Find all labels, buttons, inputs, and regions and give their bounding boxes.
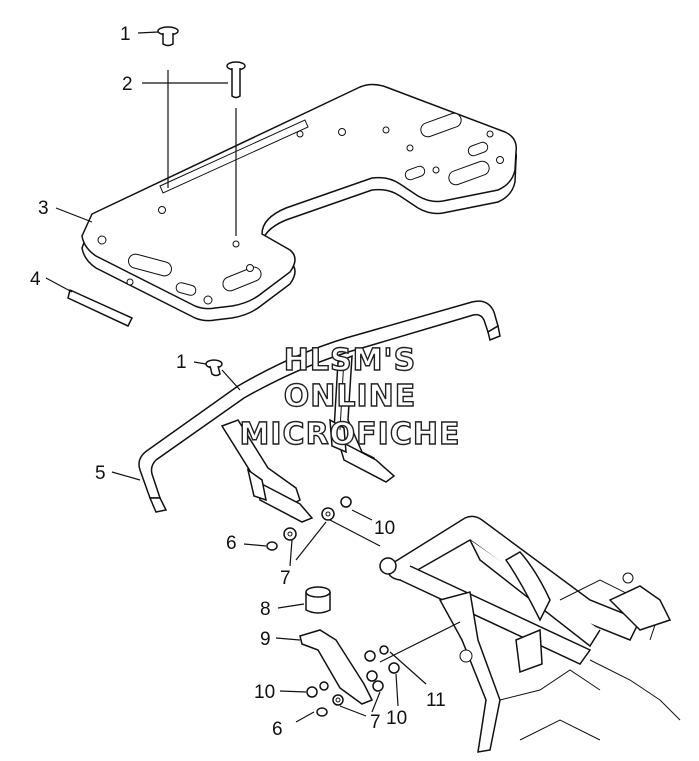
watermark-line-3: MICROFICHE [240,417,461,452]
tube-frame-5 [138,300,501,523]
callout-4: 4 [30,269,41,290]
callout-2: 2 [122,74,133,95]
strip-4 [67,288,134,327]
callout-10-upper: 10 [374,518,395,539]
watermark-line-1: HLSM'S [284,343,416,378]
bolt-1-top [157,26,179,47]
vehicle-frame [379,515,681,753]
rack-plate [81,83,518,322]
callout-7-upper: 7 [280,568,291,589]
watermark-line-2: ONLINE [284,379,417,414]
callout-8: 8 [260,599,271,620]
leader-lines [45,31,307,693]
bolt-2 [226,61,246,99]
callout-7-lower: 7 [370,712,381,733]
callout-10-left: 10 [254,682,275,703]
hardware [266,496,427,723]
callout-6-upper: 6 [226,533,237,554]
callout-3: 3 [38,198,49,219]
callout-9: 9 [260,629,271,650]
callout-6-lower: 6 [272,719,283,740]
callout-5: 5 [95,463,106,484]
callout-10-right: 10 [386,708,407,729]
bolt-1-mid [205,359,241,391]
callout-1-mid: 1 [176,352,187,373]
callout-11: 11 [426,690,446,711]
callout-1: 1 [120,24,131,45]
